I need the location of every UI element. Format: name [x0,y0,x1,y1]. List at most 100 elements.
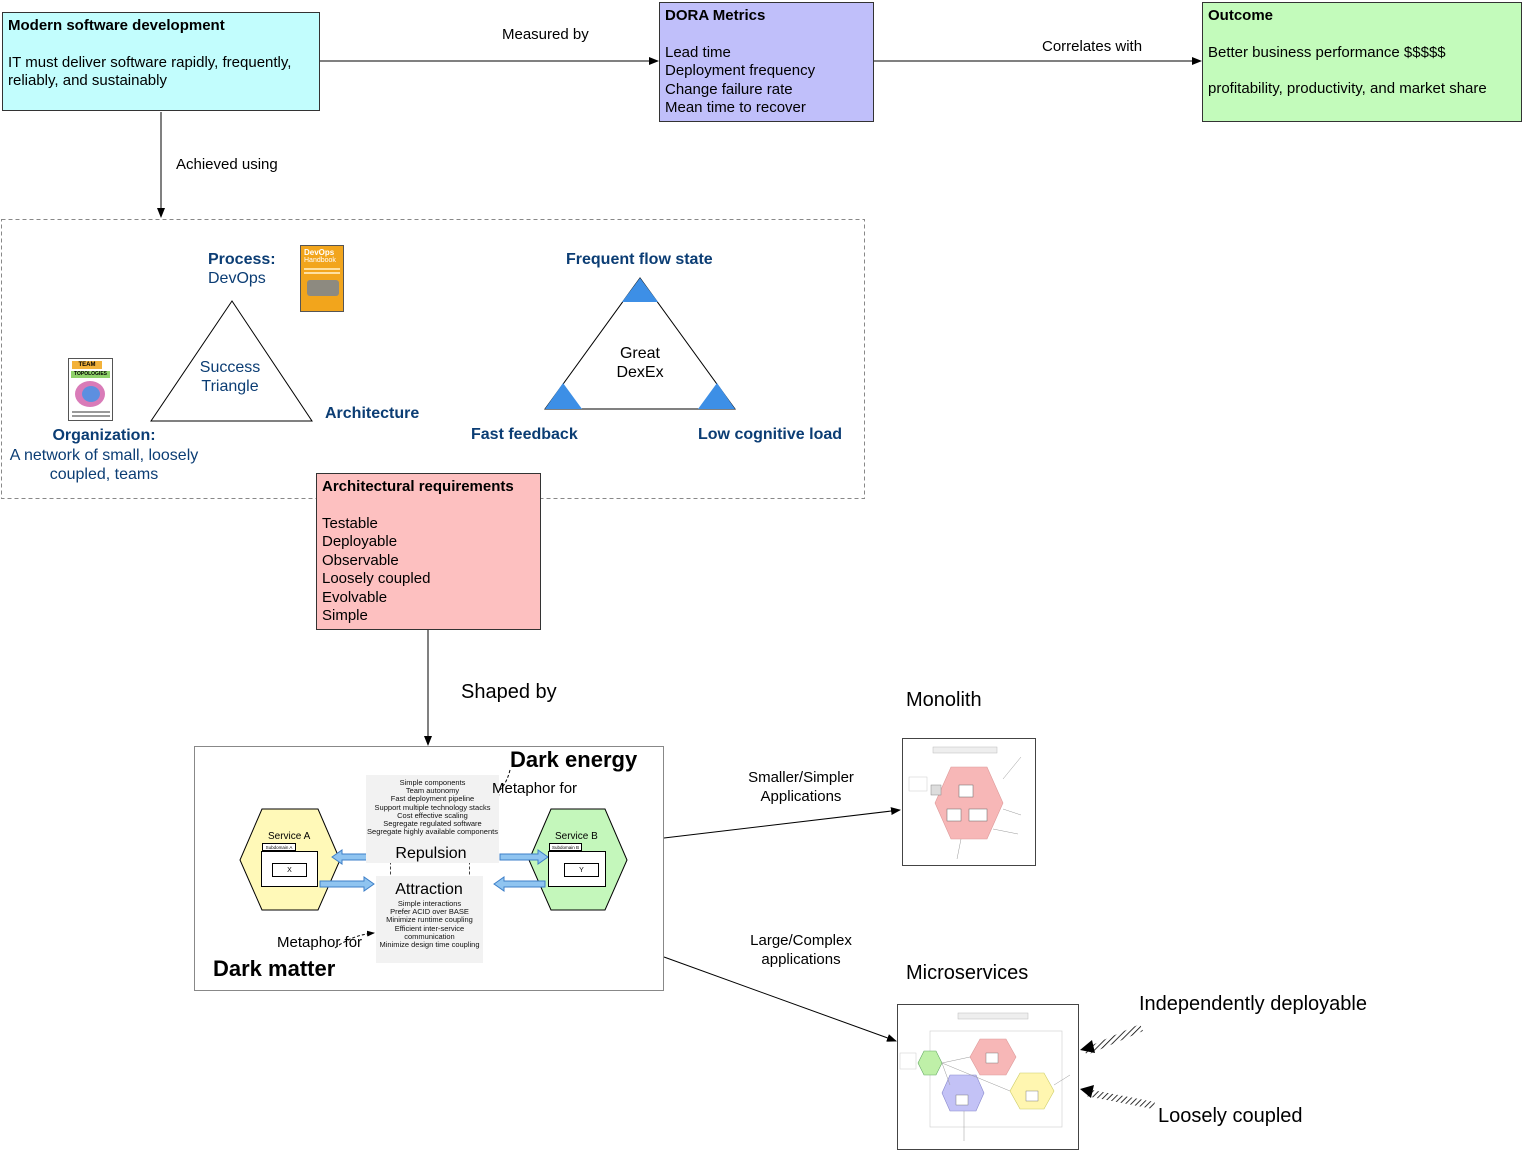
subdomain-a-box: X [261,851,318,887]
label-line: Applications [760,788,842,805]
fast-feedback-label: Fast feedback [471,426,578,443]
book-title-line: DevOps [304,248,335,257]
attraction-forces-list: Simple interactions Prefer ACID over BAS… [376,876,483,963]
low-cognitive-load-label: Low cognitive load [698,426,843,443]
strategy-group-container [1,219,865,499]
x-label: X [287,867,292,874]
metaphor-for-dark-matter: Metaphor for [277,934,363,951]
node-line: Deployment frequency [665,62,816,79]
force-item: communication [404,931,455,941]
book-title-line: TOPOLOGIES [71,371,110,378]
node-line: IT must deliver software rapidly, freque… [8,53,292,71]
subdomain-b-tab: Subdomain B [549,843,582,851]
label-line: Triangle [201,378,259,395]
edge-to-microservices [663,956,897,1042]
force-item: Minimize runtime coupling [386,915,473,925]
subdomain-b-label: Subdomain B [551,845,580,850]
label-measured-by: Measured by [502,26,589,43]
label-line: DexEx [616,364,664,381]
force-item: Simple components [399,778,466,787]
dark-matter-label: Dark matter [213,956,336,981]
modern-software-development-node: Modern software development IT must deli… [2,12,320,111]
label-shaped-by: Shaped by [461,681,557,703]
node-line: Evolvable [322,588,388,606]
force-item: Efficient inter-service [394,923,465,933]
label-smaller-simpler: Smaller/Simpler Applications [736,768,866,806]
node-line: reliably, and sustainably [8,72,167,89]
node-line: Change failure rate [665,80,793,98]
monolith-label: Monolith [906,689,982,711]
metaphor-arrow-dark-energy [491,769,511,796]
label-line: Large/Complex [750,932,852,949]
force-item: Minimize design time coupling [379,940,480,950]
force-item: Prefer ACID over BASE [390,907,469,917]
dexex-center-label: Great DexEx [590,344,690,382]
monolith-diagram-image [902,738,1036,866]
architectural-requirements-node: Architectural requirements Testable Depl… [316,473,541,630]
label-line: coupled, teams [49,466,159,483]
dora-metrics-node: DORA Metrics Lead time Deployment freque… [659,2,874,122]
force-item: Support multiple technology stacks [374,802,491,812]
node-line: profitability, productivity, and market … [1208,80,1487,97]
service-a-label: Service A [268,831,311,842]
edge-to-monolith [663,807,901,839]
metaphor-for-dark-energy: Metaphor for [492,780,578,797]
subdomain-a-label: Subdomain A [265,845,293,850]
monolith-thumbnail-drawing [908,746,1022,860]
dexex-corner-right [698,383,735,409]
devops-handbook-book-image: DevOps Handbook [300,245,344,312]
book-title-line: TEAM [72,361,102,369]
dexex-triangle-shape [544,277,736,410]
node-line: Loosely coupled [322,570,431,587]
force-item: Team autonomy [405,786,460,796]
y-label: Y [579,867,584,874]
node-title: DORA Metrics [665,7,766,24]
process-value: DevOps [208,270,266,287]
force-item: Cost effective scaling [397,810,468,820]
y-component: Y [564,863,599,877]
force-item: Segregate regulated software [383,819,482,829]
node-line: Lead time [665,43,731,61]
attraction-arrow-left [319,876,375,892]
node-title: Modern software development [8,17,225,34]
force-item: Segregate highly available components [367,827,498,837]
label-achieved-using: Achieved using [176,156,278,173]
frequent-flow-state-label: Frequent flow state [566,251,713,268]
attraction-label: Attraction [395,881,463,898]
outcome-node: Outcome Better business performance $$$$… [1202,2,1522,122]
label-large-complex: Large/Complex applications [736,931,866,969]
x-component: X [272,863,307,877]
callout-loosely-coupled [1080,1085,1155,1109]
dexex-corner-top [622,278,658,302]
metaphor-arrow-dark-matter [334,930,375,949]
success-triangle-center: Success Triangle [180,358,280,396]
microservices-label: Microservices [906,962,1029,984]
process-label: Process: [208,251,276,268]
success-triangle-shape [150,300,313,422]
attraction-arrow-right [493,876,546,892]
node-title: Outcome [1208,7,1274,24]
node-title: Architectural requirements [322,478,514,495]
organization-value: A network of small, loosely coupled, tea… [0,446,208,484]
force-item: Simple interactions [397,899,462,908]
label-line: Smaller/Simpler [748,769,854,786]
independently-deployable-label: Independently deployable [1139,993,1367,1015]
organization-label: Organization: [52,427,156,444]
label-line: Great [619,345,660,362]
repulsion-label: Repulsion [392,845,470,863]
node-line: Testable [322,514,378,532]
node-line: Observable [322,551,399,569]
node-line: Better business performance $$$$$ [1208,43,1446,61]
node-line: Deployable [322,533,398,550]
team-topologies-book-image: TEAM TOPOLOGIES [68,358,113,421]
node-line: Mean time to recover [665,99,806,116]
book-title-line: Handbook [304,257,336,264]
callout-independently-deployable [1080,1024,1143,1055]
force-item: Fast deployment pipeline [390,794,475,804]
service-b-label: Service B [555,831,598,842]
repulsion-arrow-right [499,849,549,865]
microservices-thumbnail-drawing [899,1012,1071,1141]
node-line: Simple [322,607,368,624]
subdomain-a-tab: Subdomain A [262,843,296,851]
label-correlates-with: Correlates with [1042,38,1143,55]
